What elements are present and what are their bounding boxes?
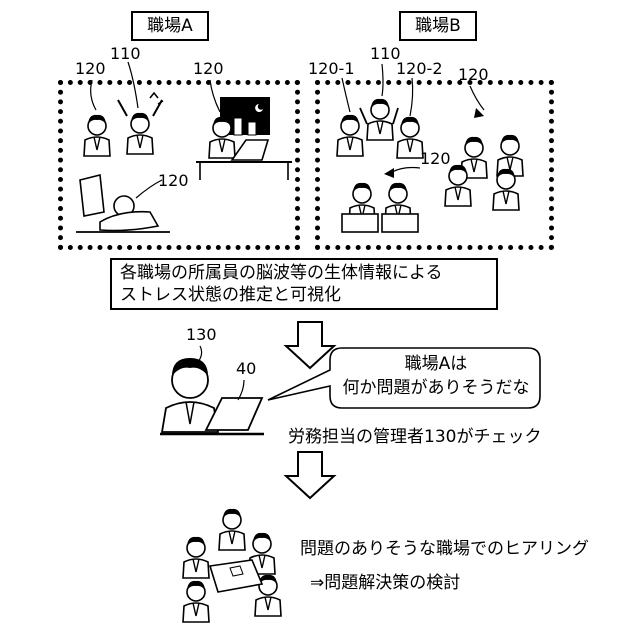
- meeting-figure: [183, 509, 281, 622]
- label-40: 40: [236, 360, 256, 378]
- workplace-a-title: 職場A: [131, 11, 209, 41]
- step3-line1: 問題のありそうな職場でのヒアリング: [300, 538, 589, 560]
- label-120-a1: 120: [75, 60, 106, 78]
- down-arrow-1: [286, 322, 334, 368]
- label-120-2: 120-2: [396, 60, 443, 78]
- step3-line2: ⇒問題解決策の検討: [310, 572, 460, 594]
- label-120-b1: 120: [458, 66, 489, 84]
- down-arrow-2: [286, 452, 334, 498]
- speech-line2: 何か問題がありそうだな: [334, 376, 538, 400]
- speech-bubble-text: 職場Aは 何か問題がありそうだな: [334, 352, 538, 400]
- label-120-a2: 120: [193, 60, 224, 78]
- label-120-b2: 120: [420, 150, 451, 168]
- label-130: 130: [186, 326, 217, 344]
- workplace-a-title-text: 職場A: [147, 16, 193, 36]
- step1-caption: 各職場の所属員の脳波等の生体情報による ストレス状態の推定と可視化: [110, 258, 498, 310]
- label-120-a3: 120: [158, 172, 189, 190]
- workplace-b-title-text: 職場B: [415, 16, 461, 36]
- label-110-a: 110: [110, 45, 141, 63]
- label-120-1: 120-1: [308, 60, 355, 78]
- step1-caption-line1: 各職場の所属員の脳波等の生体情報による: [120, 262, 488, 284]
- workplace-b-title: 職場B: [399, 11, 477, 41]
- speech-line1: 職場Aは: [334, 352, 538, 376]
- manager-caption: 労務担当の管理者130がチェック: [288, 426, 541, 448]
- step1-caption-line2: ストレス状態の推定と可視化: [120, 284, 488, 306]
- workplace-a-panel: [58, 80, 300, 250]
